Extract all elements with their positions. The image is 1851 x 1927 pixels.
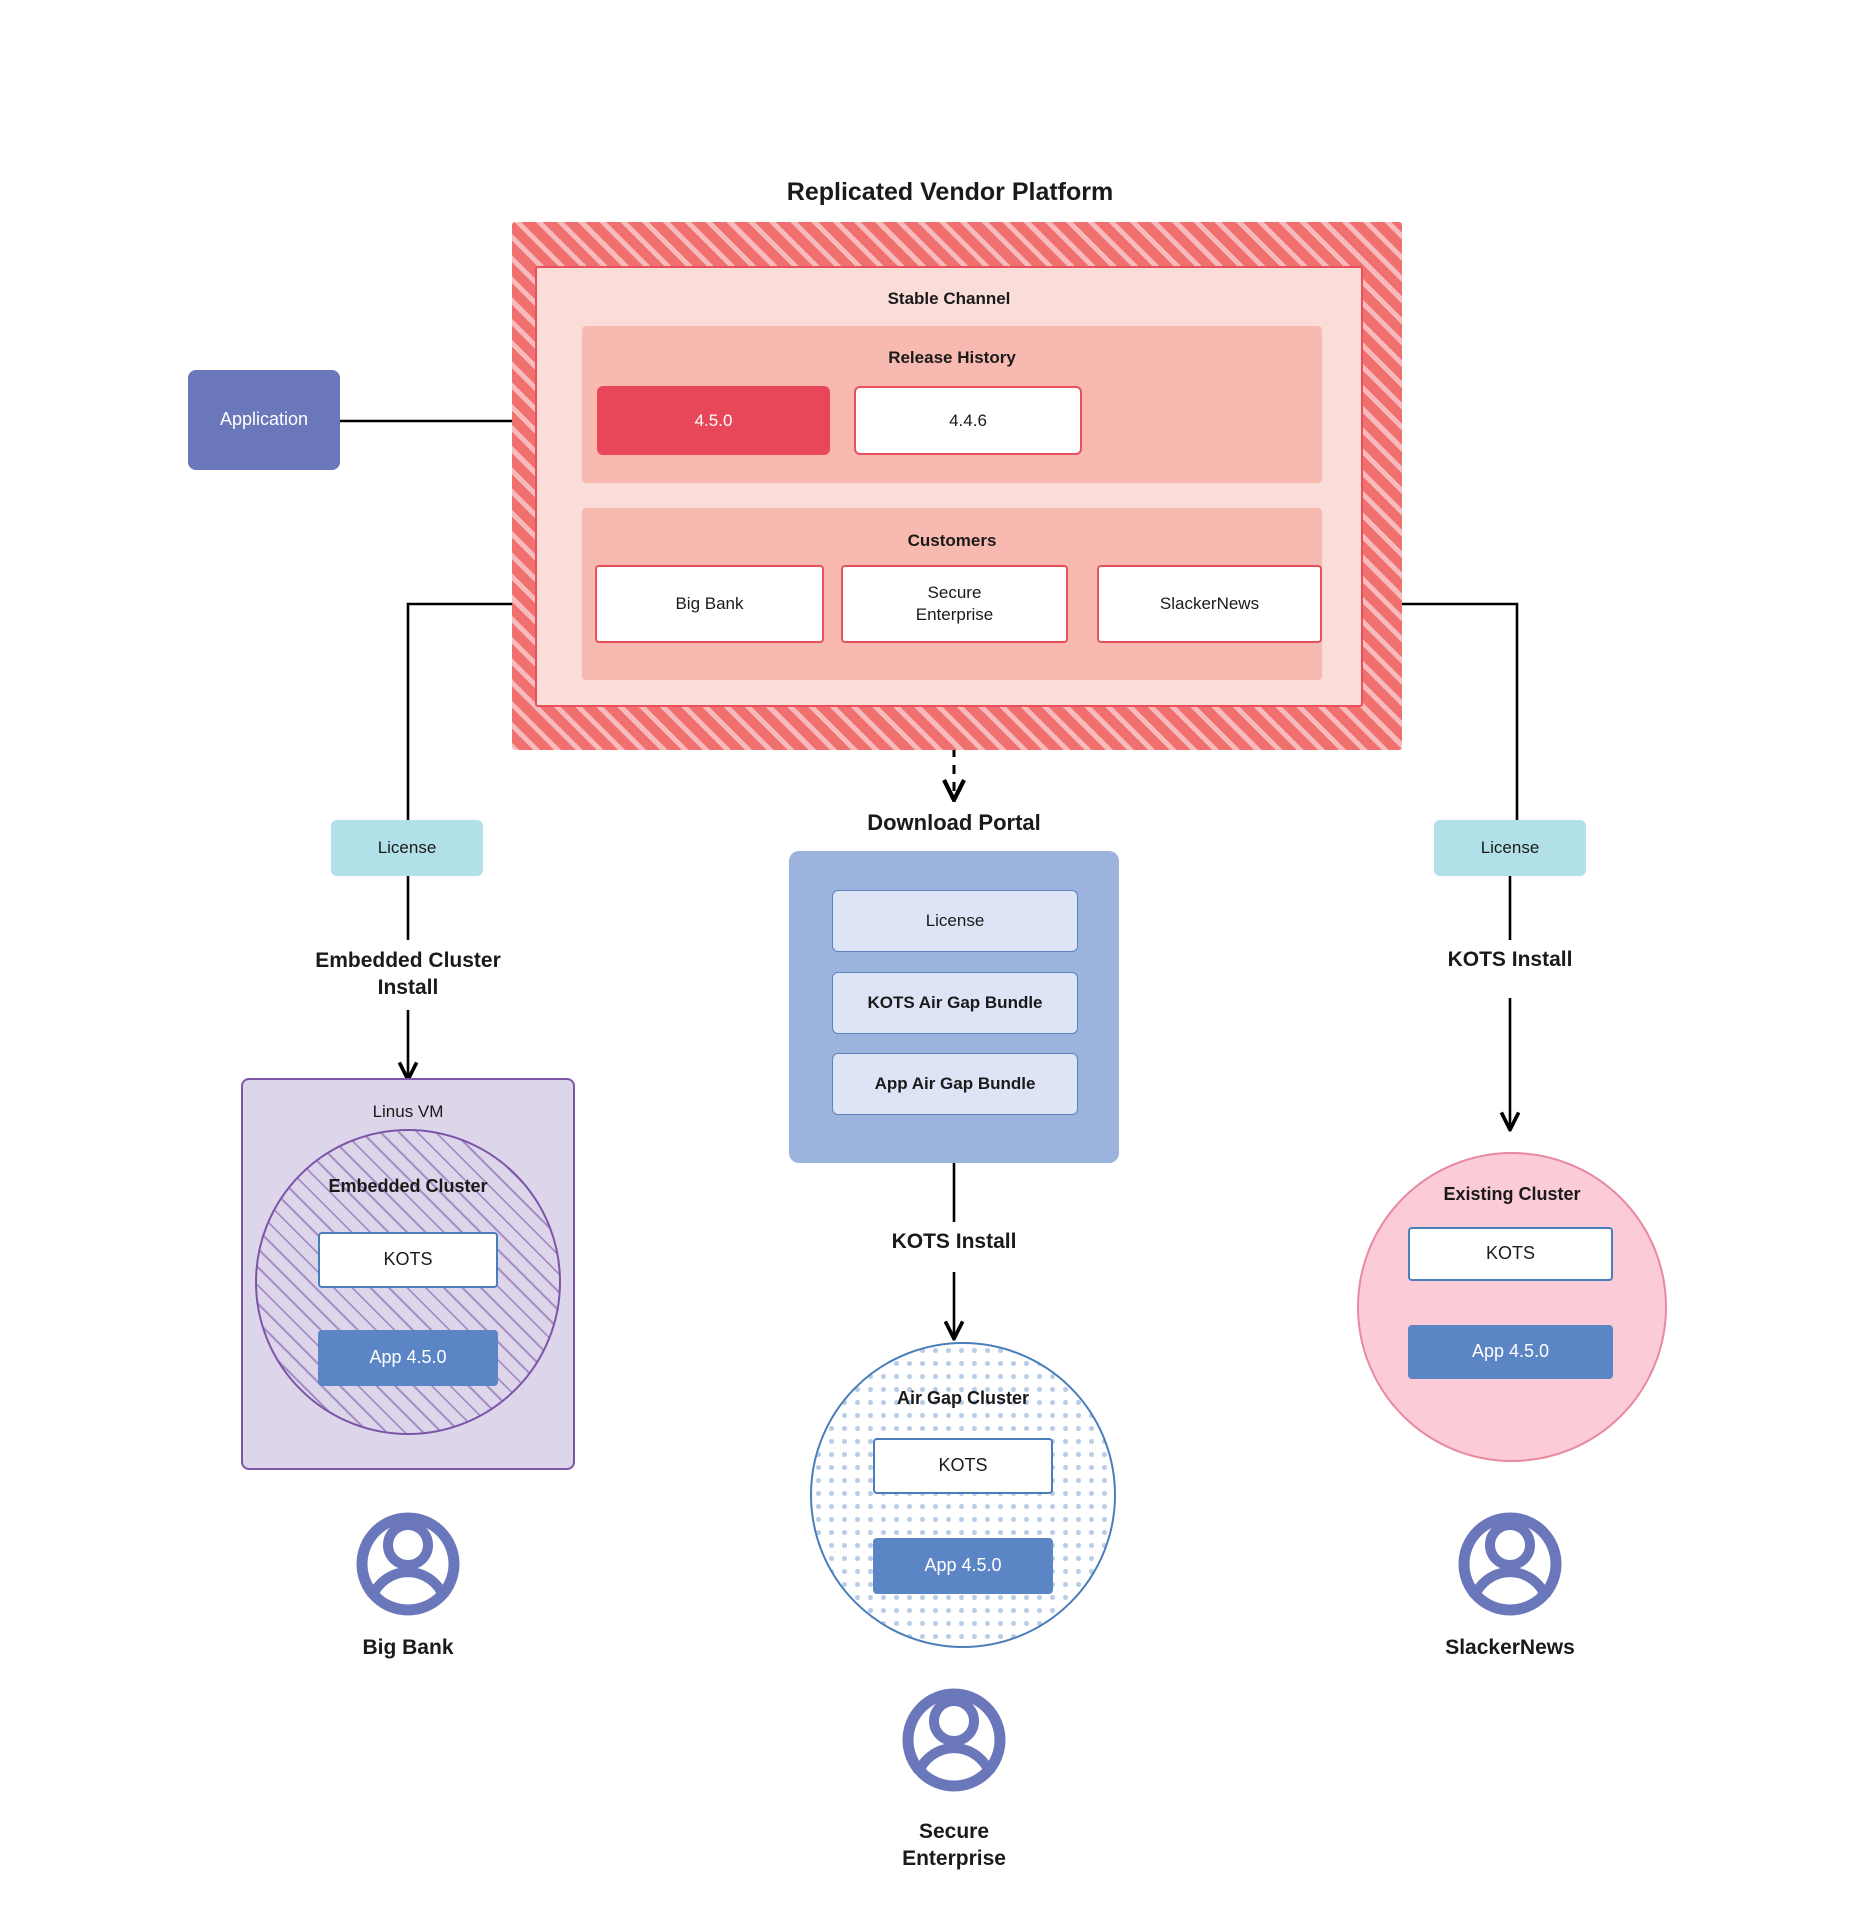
kots-install-label-center: KOTS Install [891, 1229, 1017, 1253]
customer-card-slacker-news[interactable]: SlackerNews [1097, 565, 1322, 643]
release-history-title: Release History [888, 348, 1016, 368]
license-chip-right[interactable]: License [1434, 820, 1586, 876]
linus-vm-label: Linus VM [372, 1102, 444, 1122]
portal-item-kots-air-gap-bundle[interactable]: KOTS Air Gap Bundle [832, 972, 1078, 1034]
app-version-box-left[interactable]: App 4.5.0 [318, 1330, 498, 1386]
embedded-cluster-install-label: Embedded Cluster Install [315, 949, 501, 999]
kots-box-center[interactable]: KOTS [873, 1438, 1053, 1494]
avatar-big-bank [356, 1512, 460, 1616]
embedded-cluster-label: Embedded Cluster [328, 1176, 488, 1197]
customers-title: Customers [907, 531, 997, 551]
avatar-secure-enterprise [902, 1688, 1006, 1792]
customer-card-big-bank[interactable]: Big Bank [595, 565, 824, 643]
app-version-box-center[interactable]: App 4.5.0 [873, 1538, 1053, 1594]
license-chip-left[interactable]: License [331, 820, 483, 876]
release-item-current[interactable]: 4.5.0 [597, 386, 830, 455]
kots-box-right[interactable]: KOTS [1408, 1227, 1613, 1281]
existing-cluster-label: Existing Cluster [1443, 1184, 1581, 1205]
avatar-slacker-news [1458, 1512, 1562, 1616]
portal-item-app-air-gap-bundle[interactable]: App Air Gap Bundle [832, 1053, 1078, 1115]
air-gap-cluster-circle [810, 1342, 1116, 1648]
portal-item-license[interactable]: License [832, 890, 1078, 952]
app-version-box-right[interactable]: App 4.5.0 [1408, 1325, 1613, 1379]
customer-label-big-bank: Big Bank [362, 1635, 454, 1659]
customer-label-secure-enterprise: Secure Enterprise [902, 1820, 1006, 1870]
existing-cluster-circle [1357, 1152, 1667, 1462]
kots-box-left[interactable]: KOTS [318, 1232, 498, 1288]
download-portal-title: Download Portal [867, 809, 1041, 835]
application-box[interactable]: Application [188, 370, 340, 470]
kots-install-label-right: KOTS Install [1447, 947, 1573, 971]
customer-card-secure-enterprise[interactable]: Secure Enterprise [841, 565, 1068, 643]
release-item-previous[interactable]: 4.4.6 [854, 386, 1082, 455]
stable-channel-title: Stable Channel [887, 289, 1011, 309]
page-title: Replicated Vendor Platform [786, 178, 1114, 206]
air-gap-cluster-label: Air Gap Cluster [896, 1388, 1030, 1409]
customer-label-slacker-news: SlackerNews [1445, 1635, 1575, 1659]
